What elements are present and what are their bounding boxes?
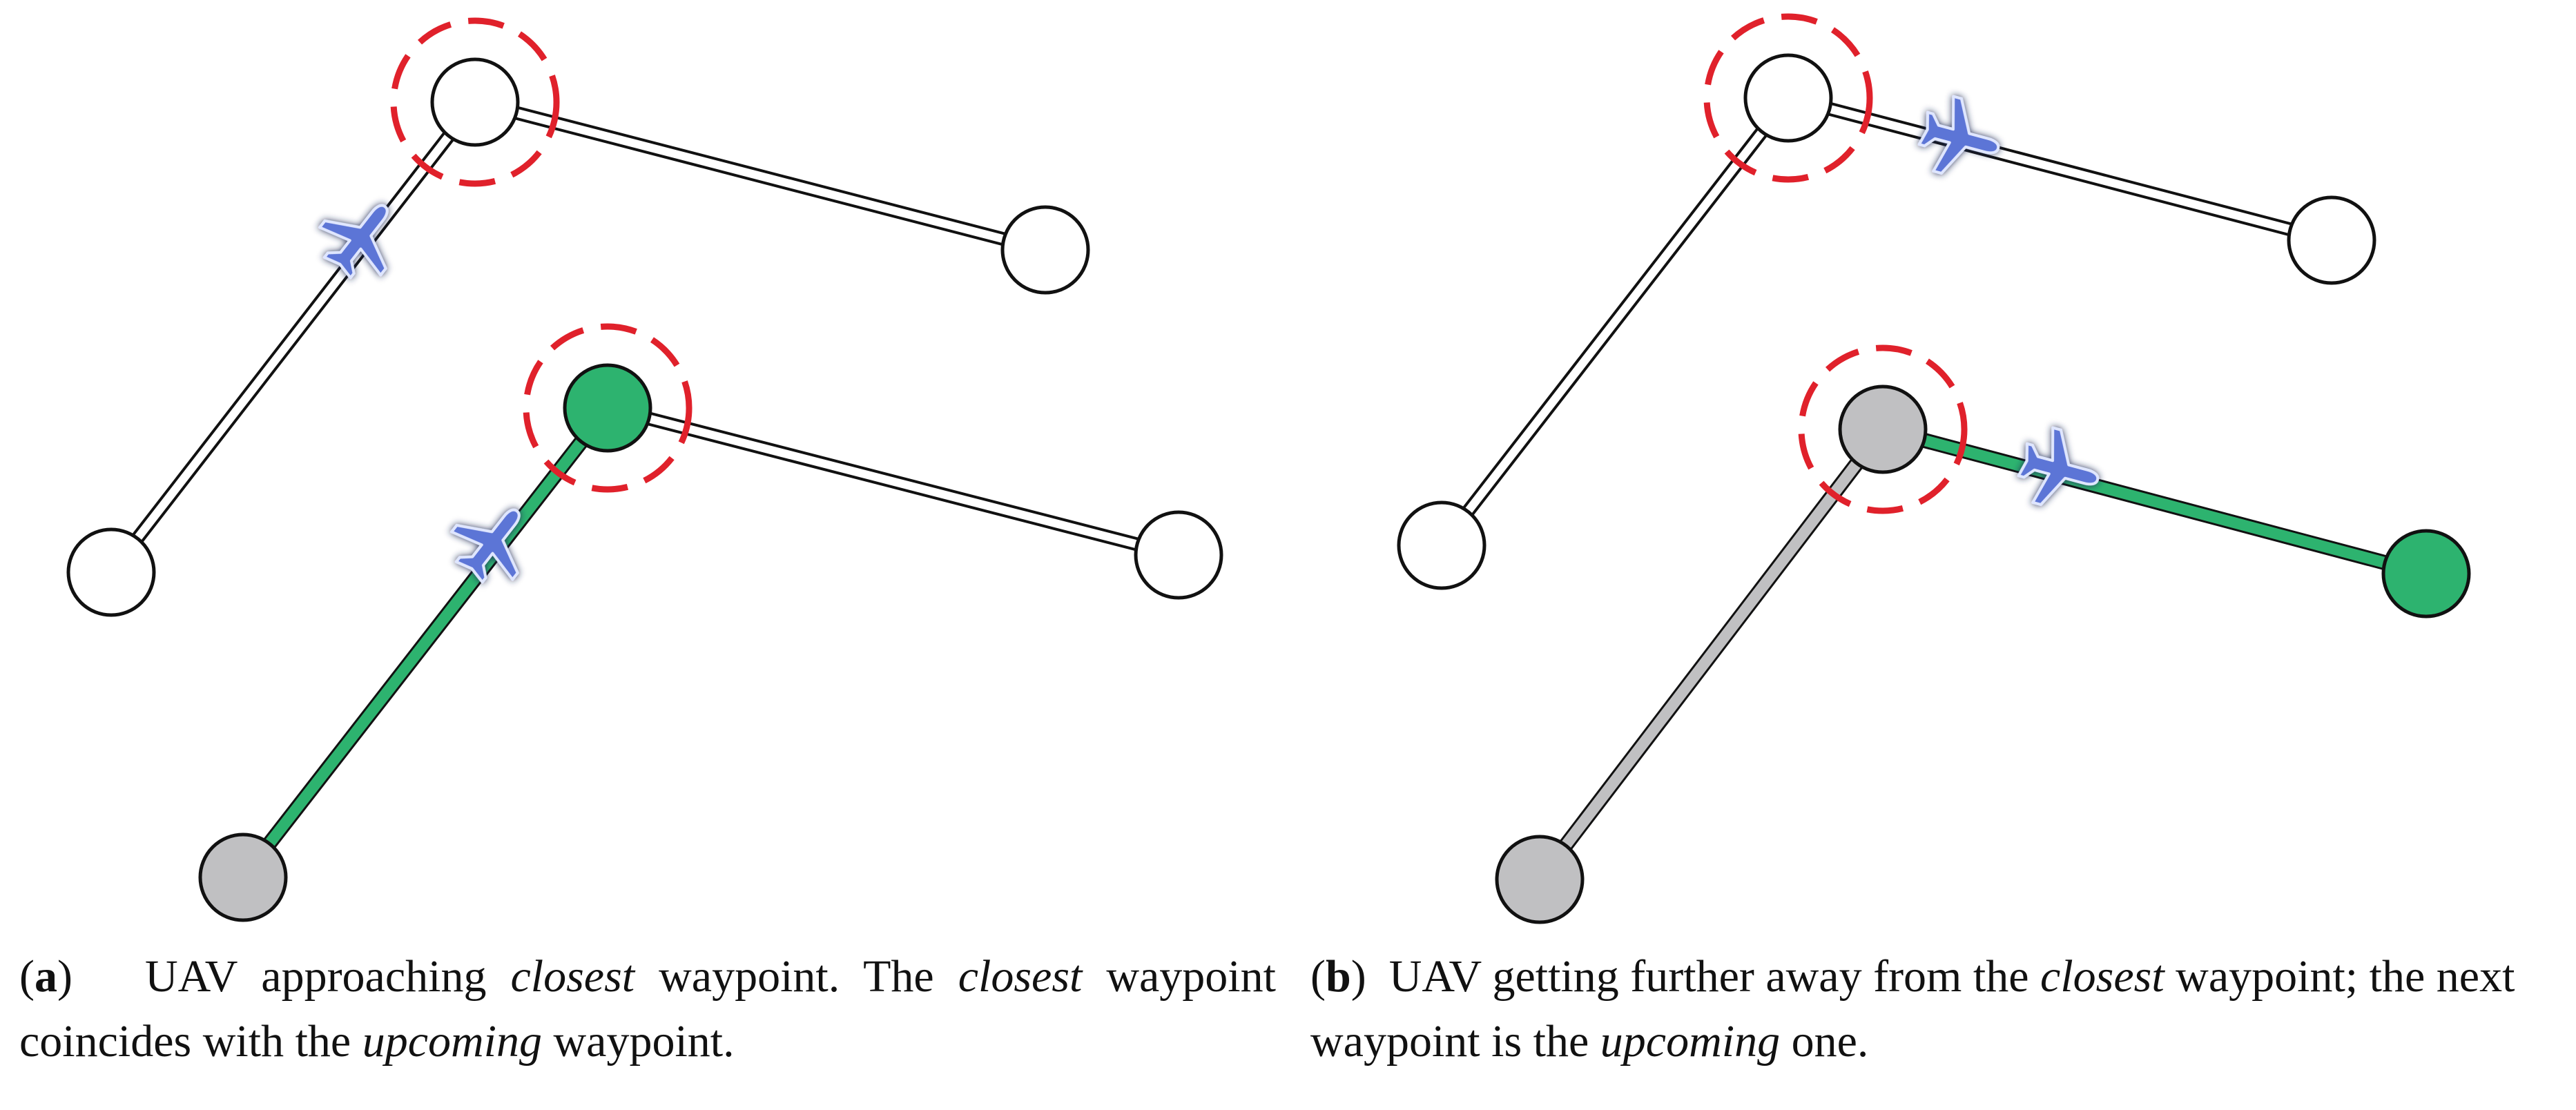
closest-marker-a-upper (390, 17, 560, 187)
caption-b-text-3: one. (1780, 1016, 1869, 1067)
waypoint-a-lower-visited (198, 833, 288, 922)
diagram-canvas (66, 13, 2471, 924)
upper-path-a (106, 95, 1047, 577)
lower-path-b (1533, 422, 2428, 884)
edge-b-upper-1-inner (1438, 95, 1792, 548)
waypoint-a-upper-closest (430, 57, 520, 147)
caption-b-text-1: UAV getting further away from the (1388, 951, 2041, 1002)
caption-b: (b) UAV getting further away from the cl… (1310, 951, 2515, 1067)
caption-a-italic-3: upcoming (362, 1016, 543, 1067)
caption-b-label: b (1325, 951, 1351, 1002)
waypoint-b-lower-upcoming (2381, 529, 2471, 619)
panel-a (66, 17, 1223, 922)
waypoint-b-lower-closest (1838, 384, 1928, 474)
waypoint-a-upper-end (1000, 205, 1090, 295)
lower-path-a (237, 401, 1181, 882)
caption-a-italic-1: closest (510, 951, 635, 1002)
edge-b-lower-2-active-fill (1881, 424, 2428, 579)
caption-a: (a) UAV approaching closest waypoint. Th… (19, 951, 1276, 1067)
waypoint-b-upper-end (2287, 195, 2376, 285)
caption-a-text-3: waypoint coincides with the (19, 951, 1276, 1067)
waypoint-b-lower-visited (1495, 835, 1585, 924)
airplane-icon (1912, 89, 2010, 188)
closest-marker-b-lower (1798, 344, 1968, 514)
edge-a-upper-2-inner (474, 98, 1047, 254)
waypoint-a-lower-upcoming (563, 363, 652, 453)
edge-b-lower-1-visited-fill (1535, 426, 1888, 883)
waypoint-b-upper-start (1397, 500, 1486, 590)
edge-a-upper-1-inner (108, 99, 478, 575)
waypoint-b-upper-closest (1743, 53, 1833, 143)
caption-a-italic-2: closest (958, 951, 1083, 1002)
caption-b-text-2: waypoint; the next waypoint is the (1310, 951, 2515, 1067)
edge-a-lower-1-active-fill (238, 405, 612, 881)
closest-marker-a-lower (523, 323, 693, 493)
upper-path-b (1436, 91, 2334, 550)
caption-a-text-1: UAV approaching (144, 951, 511, 1002)
caption-a-text-2: waypoint. The (635, 951, 958, 1002)
caption-a-label: a (34, 951, 57, 1002)
caption-b-italic-1: closest (2040, 951, 2165, 1002)
airplane-icon (2011, 420, 2109, 519)
edge-a-lower-2-inner (606, 404, 1180, 559)
edge-b-upper-2-inner (1787, 94, 2333, 244)
caption-b-italic-2: upcoming (1600, 1016, 1781, 1067)
panel-b (1397, 13, 2471, 924)
caption-a-text-4: waypoint. (542, 1016, 735, 1067)
waypoint-a-lower-end (1134, 510, 1223, 600)
waypoint-a-upper-start (66, 527, 156, 617)
closest-marker-b-upper (1703, 13, 1873, 183)
